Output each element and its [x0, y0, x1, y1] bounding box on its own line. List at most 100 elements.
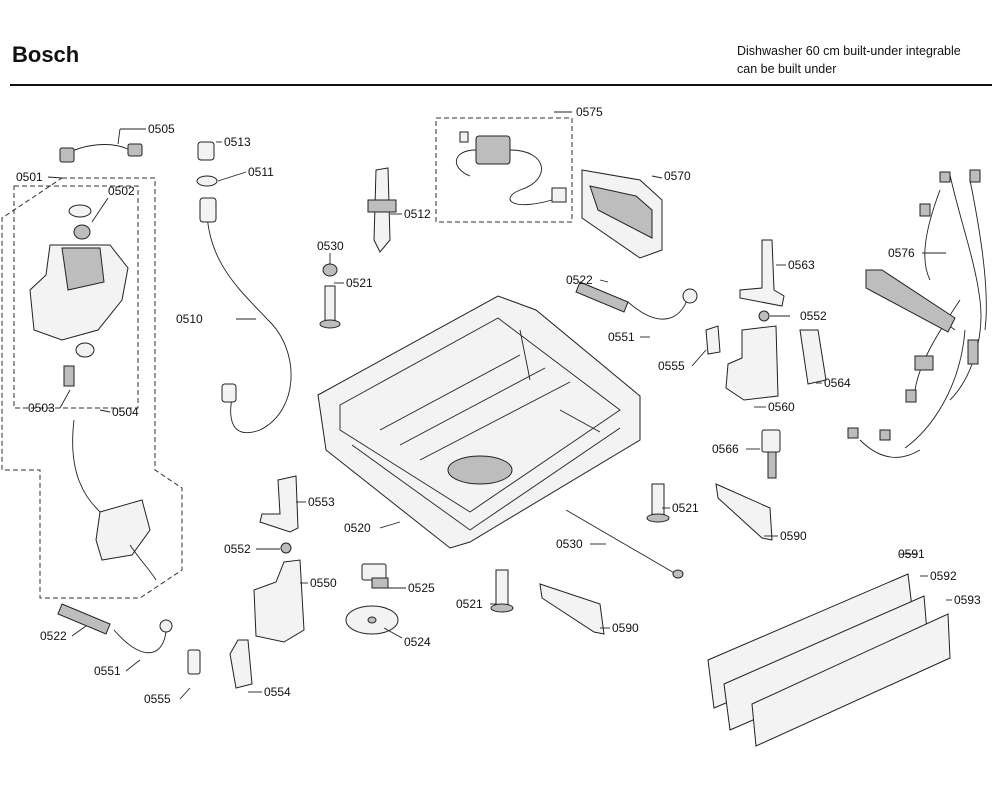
label-0522-top: 0522 [566, 273, 593, 287]
header-rule [10, 84, 992, 86]
label-0554: 0554 [264, 685, 291, 699]
screw-head-0521-right [646, 513, 670, 523]
harness-connector-0576-h [879, 429, 891, 441]
connecting-hose-0501 [72, 419, 111, 521]
leader-lines [47, 111, 952, 700]
label-0521-bottom: 0521 [456, 597, 483, 611]
harness-terminal-block-0576 [865, 269, 956, 333]
group-0502-boundary [13, 185, 139, 409]
label-0522-bottom: 0522 [40, 629, 67, 643]
adjusting-screw-0521-top [324, 285, 336, 323]
impeller-0502 [73, 224, 91, 240]
label-0501: 0501 [16, 170, 43, 184]
base-tub-inner-wall-0520 [339, 317, 621, 531]
harness-connector-0576-g [847, 427, 859, 439]
screw-head-0521-top [319, 319, 341, 329]
plinth-bracket-0590-bottom [539, 583, 605, 635]
harness-connector-0576-d [914, 355, 934, 371]
bracket-0560 [725, 325, 779, 401]
label-0505: 0505 [148, 122, 175, 136]
fill-hose-0510 [206, 199, 292, 433]
pump-clamp-0503 [75, 342, 95, 358]
harness-connector-0576-c [919, 203, 931, 217]
holder-0566 [761, 429, 781, 453]
hose-clip-0511 [196, 175, 218, 187]
label-0566: 0566 [712, 442, 739, 456]
label-0591: 0591 [898, 547, 925, 561]
heater-pump-0501 [95, 499, 151, 561]
bracket-0553 [259, 475, 299, 533]
label-0590-right: 0590 [780, 529, 807, 543]
group-0501-boundary [1, 177, 183, 599]
heater-wires-0501 [129, 544, 157, 581]
bracket-0550 [253, 559, 305, 643]
label-0551-top: 0551 [608, 330, 635, 344]
base-tub-0520 [317, 295, 641, 549]
control-unit-board-0570 [589, 185, 653, 239]
harness-connector-0576-b [969, 169, 981, 183]
label-0513: 0513 [224, 135, 251, 149]
cable-0551-top [627, 297, 689, 320]
harness-connector-0576-e [967, 339, 979, 365]
label-0521-right: 0521 [672, 501, 699, 515]
label-0524: 0524 [404, 635, 431, 649]
label-0570: 0570 [664, 169, 691, 183]
fill-hose-nipple-0510 [221, 383, 237, 403]
harness-connector-0576-a [939, 171, 951, 183]
appliance-description: Dishwasher 60 cm built-under integrable … [737, 42, 961, 78]
label-0560: 0560 [768, 400, 795, 414]
drain-hose-0505 [65, 144, 131, 156]
label-0530-top: 0530 [317, 239, 344, 253]
pump-housing-0502 [29, 244, 129, 341]
connector-0564 [799, 329, 827, 385]
label-0521-top: 0521 [346, 276, 373, 290]
rod-end-0530-bottom [672, 569, 684, 579]
brand-title: Bosch [12, 42, 80, 67]
group-0575-boundary [435, 117, 573, 223]
label-0530-bottom: 0530 [556, 537, 583, 551]
cable-0575 [456, 149, 553, 206]
label-0502: 0502 [108, 184, 135, 198]
cable-end-0551-top [682, 288, 698, 304]
gasket-0522-top [575, 281, 629, 313]
cable-end-0551-bottom [159, 619, 173, 633]
label-0575: 0575 [576, 105, 603, 119]
plinth-bracket-0590-right [715, 483, 773, 541]
wiring-harness-0576 [859, 174, 987, 458]
cable-0551-bottom [113, 629, 167, 654]
seal-ring-0502 [68, 204, 92, 218]
rod-0530-bottom [565, 509, 677, 575]
clip-0552-left [280, 542, 292, 554]
base-ribs-0520 [379, 329, 601, 461]
adjusting-screw-0521-bottom [495, 569, 509, 607]
label-0553: 0553 [308, 495, 335, 509]
pump-motor-0502 [61, 247, 105, 291]
fill-hose-end-0510 [199, 197, 217, 223]
clamp-0555-bottom [187, 649, 201, 675]
base-sump-0520 [447, 455, 513, 485]
label-0512: 0512 [404, 207, 431, 221]
holder-stem-0566 [767, 451, 777, 479]
label-0564: 0564 [824, 376, 851, 390]
label-0555-top: 0555 [658, 359, 685, 373]
label-0555-bottom: 0555 [144, 692, 171, 706]
label-0552-top: 0552 [800, 309, 827, 323]
label-0592: 0592 [930, 569, 957, 583]
motor-base-0525 [371, 577, 389, 589]
bracket-0563 [739, 239, 785, 307]
label-0551-bottom: 0551 [94, 664, 121, 678]
clip-0552-top [758, 310, 770, 322]
control-module-0575 [475, 135, 511, 165]
harness-connector-0576-f [905, 389, 917, 403]
guide-clip-0512 [367, 199, 397, 213]
label-0550: 0550 [310, 576, 337, 590]
label-0576: 0576 [888, 246, 915, 260]
label-0563: 0563 [788, 258, 815, 272]
label-0504: 0504 [112, 405, 139, 419]
label-0525: 0525 [408, 581, 435, 595]
label-0590-bottom: 0590 [612, 621, 639, 635]
plug-0575-right [551, 187, 567, 203]
hose-sleeve-0513 [197, 141, 215, 161]
label-0503: 0503 [28, 401, 55, 415]
